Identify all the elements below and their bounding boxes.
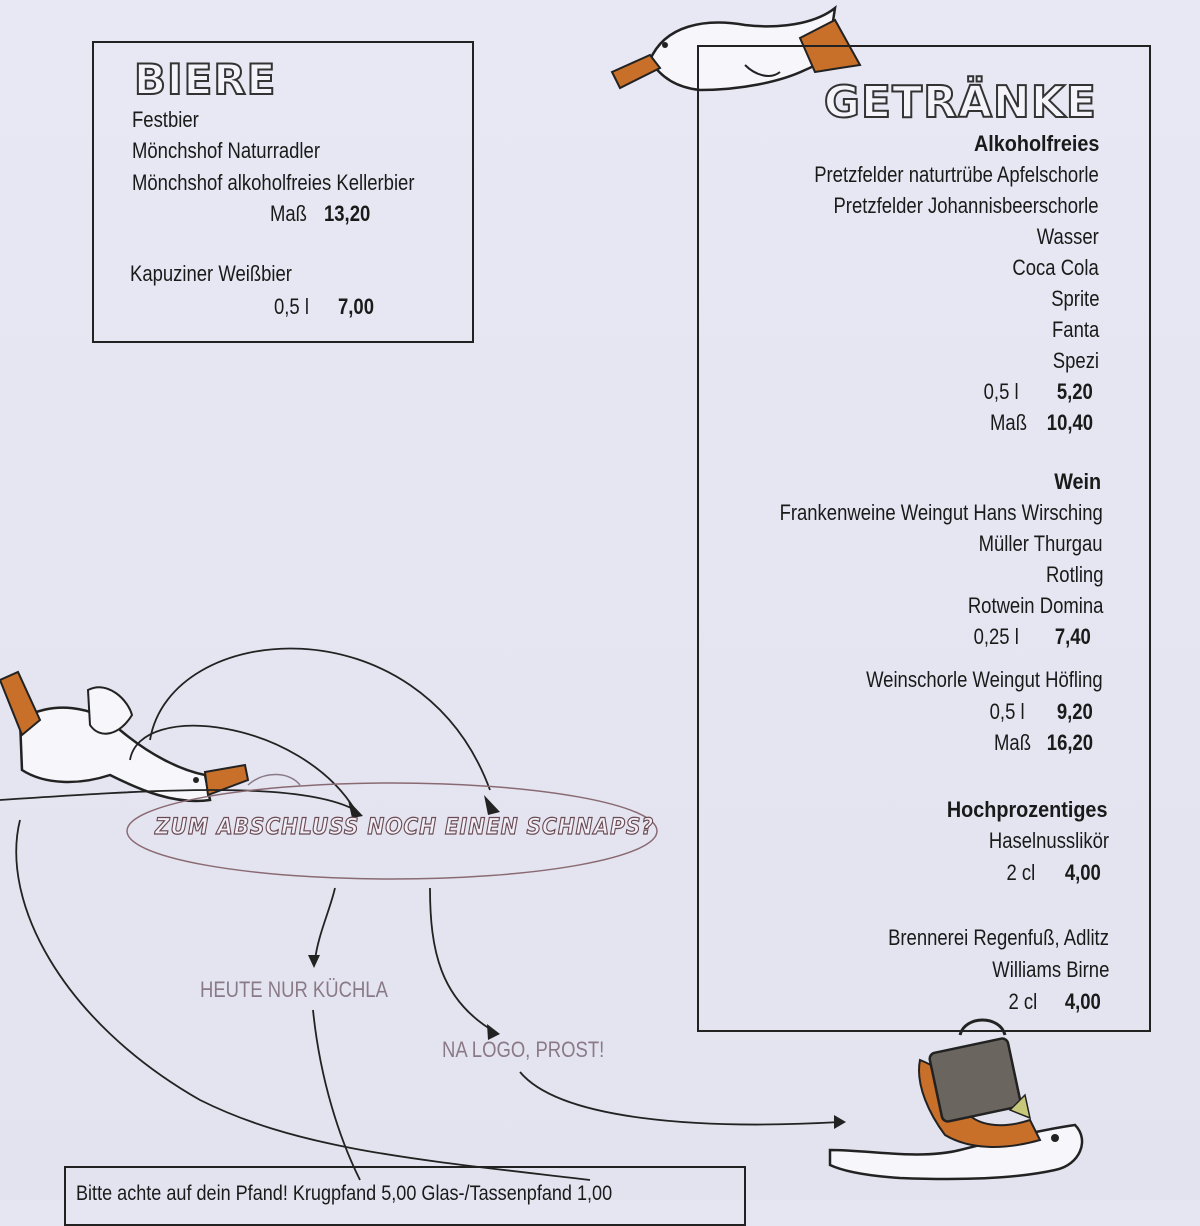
pfand-footer: Bitte achte auf dein Pfand! Krugpfand 5,… bbox=[64, 1166, 746, 1226]
schnaps-ellipse bbox=[126, 782, 658, 880]
alkoholfrei-block: Alkoholfreies Pretzfelder naturtrübe Apf… bbox=[699, 131, 1099, 441]
price-value: 9,20 bbox=[1057, 699, 1093, 724]
section-heading: Wein bbox=[1054, 469, 1101, 494]
price-value: 7,40 bbox=[1055, 624, 1091, 649]
drink-item: Brennerei Regenfuß, Adlitz bbox=[888, 925, 1109, 950]
drink-item: Spezi bbox=[1052, 348, 1099, 373]
price-value: 10,40 bbox=[1046, 410, 1093, 435]
price-value: 5,20 bbox=[1057, 379, 1093, 404]
drink-item: Fanta bbox=[1051, 317, 1099, 342]
drink-item: Rotwein Domina bbox=[967, 593, 1103, 618]
biere-item: Festbier bbox=[132, 107, 199, 132]
price-value: 4,00 bbox=[1065, 989, 1101, 1014]
goose-left-illustration bbox=[0, 670, 301, 803]
hochprozentig-block: Hochprozentiges Haselnusslikör 2 cl 4,00… bbox=[709, 797, 1109, 1017]
biere-item: Kapuziner Weißbier bbox=[130, 261, 292, 286]
illustration-layer bbox=[0, 5, 1084, 1181]
drink-item: Haselnusslikör bbox=[988, 828, 1109, 853]
wein-block: Wein Frankenweine Weingut Hans Wirsching… bbox=[683, 469, 1103, 759]
drink-item: Frankenweine Weingut Hans Wirsching bbox=[779, 500, 1103, 525]
drink-item: Williams Birne bbox=[991, 957, 1109, 982]
price-value: 4,00 bbox=[1065, 860, 1101, 885]
price-unit: 0,25 l bbox=[973, 624, 1019, 649]
drink-item: Sprite bbox=[1050, 286, 1099, 311]
price-unit: Maß bbox=[270, 201, 307, 226]
answer-left: HEUTE NUR KÜCHLA bbox=[200, 977, 388, 1002]
price-unit: 0,5 l bbox=[990, 699, 1025, 724]
price-value: 7,00 bbox=[338, 294, 374, 319]
answer-right: NA LOGO, PROST! bbox=[442, 1037, 605, 1062]
price-unit: 2 cl bbox=[1008, 989, 1037, 1014]
biere-item: Mönchshof Naturradler bbox=[132, 138, 320, 163]
price-unit: 2 cl bbox=[1006, 860, 1035, 885]
drink-item: Pretzfelder Johannisbeerschorle bbox=[833, 193, 1099, 218]
biere-section: BIERE Festbier Mönchshof Naturradler Mön… bbox=[92, 41, 474, 343]
schnaps-question: ZUM ABSCHLUSS NOCH EINEN SCHNAPS? bbox=[154, 814, 655, 840]
getraenke-section: GETRÄNKE Alkoholfreies Pretzfelder natur… bbox=[697, 45, 1151, 1032]
price-value: 13,20 bbox=[324, 201, 371, 226]
price-unit: Maß bbox=[990, 410, 1027, 435]
price-value: 16,20 bbox=[1046, 730, 1093, 755]
biere-title: BIERE bbox=[133, 54, 277, 105]
drink-item: Weinschorle Weingut Höfling bbox=[866, 667, 1103, 692]
getraenke-title: GETRÄNKE bbox=[823, 76, 1097, 129]
pfand-text: Bitte achte auf dein Pfand! Krugpfand 5,… bbox=[76, 1182, 613, 1205]
goose-mug-illustration bbox=[828, 1018, 1084, 1181]
drink-item: Rotling bbox=[1045, 562, 1103, 587]
drink-item: Pretzfelder naturtrübe Apfelschorle bbox=[814, 162, 1099, 187]
arrow-lines bbox=[0, 647, 841, 1181]
arrow-heads bbox=[308, 795, 846, 1129]
price-unit: 0,5 l bbox=[984, 379, 1019, 404]
drink-item: Wasser bbox=[1037, 224, 1099, 249]
biere-item: Mönchshof alkoholfreies Kellerbier bbox=[132, 170, 415, 195]
section-heading: Hochprozentiges bbox=[946, 797, 1107, 822]
price-unit: Maß bbox=[994, 730, 1031, 755]
section-heading: Alkoholfreies bbox=[973, 131, 1099, 156]
drink-item: Coca Cola bbox=[1012, 255, 1099, 280]
drink-item: Müller Thurgau bbox=[979, 531, 1103, 556]
price-unit: 0,5 l bbox=[274, 294, 309, 319]
